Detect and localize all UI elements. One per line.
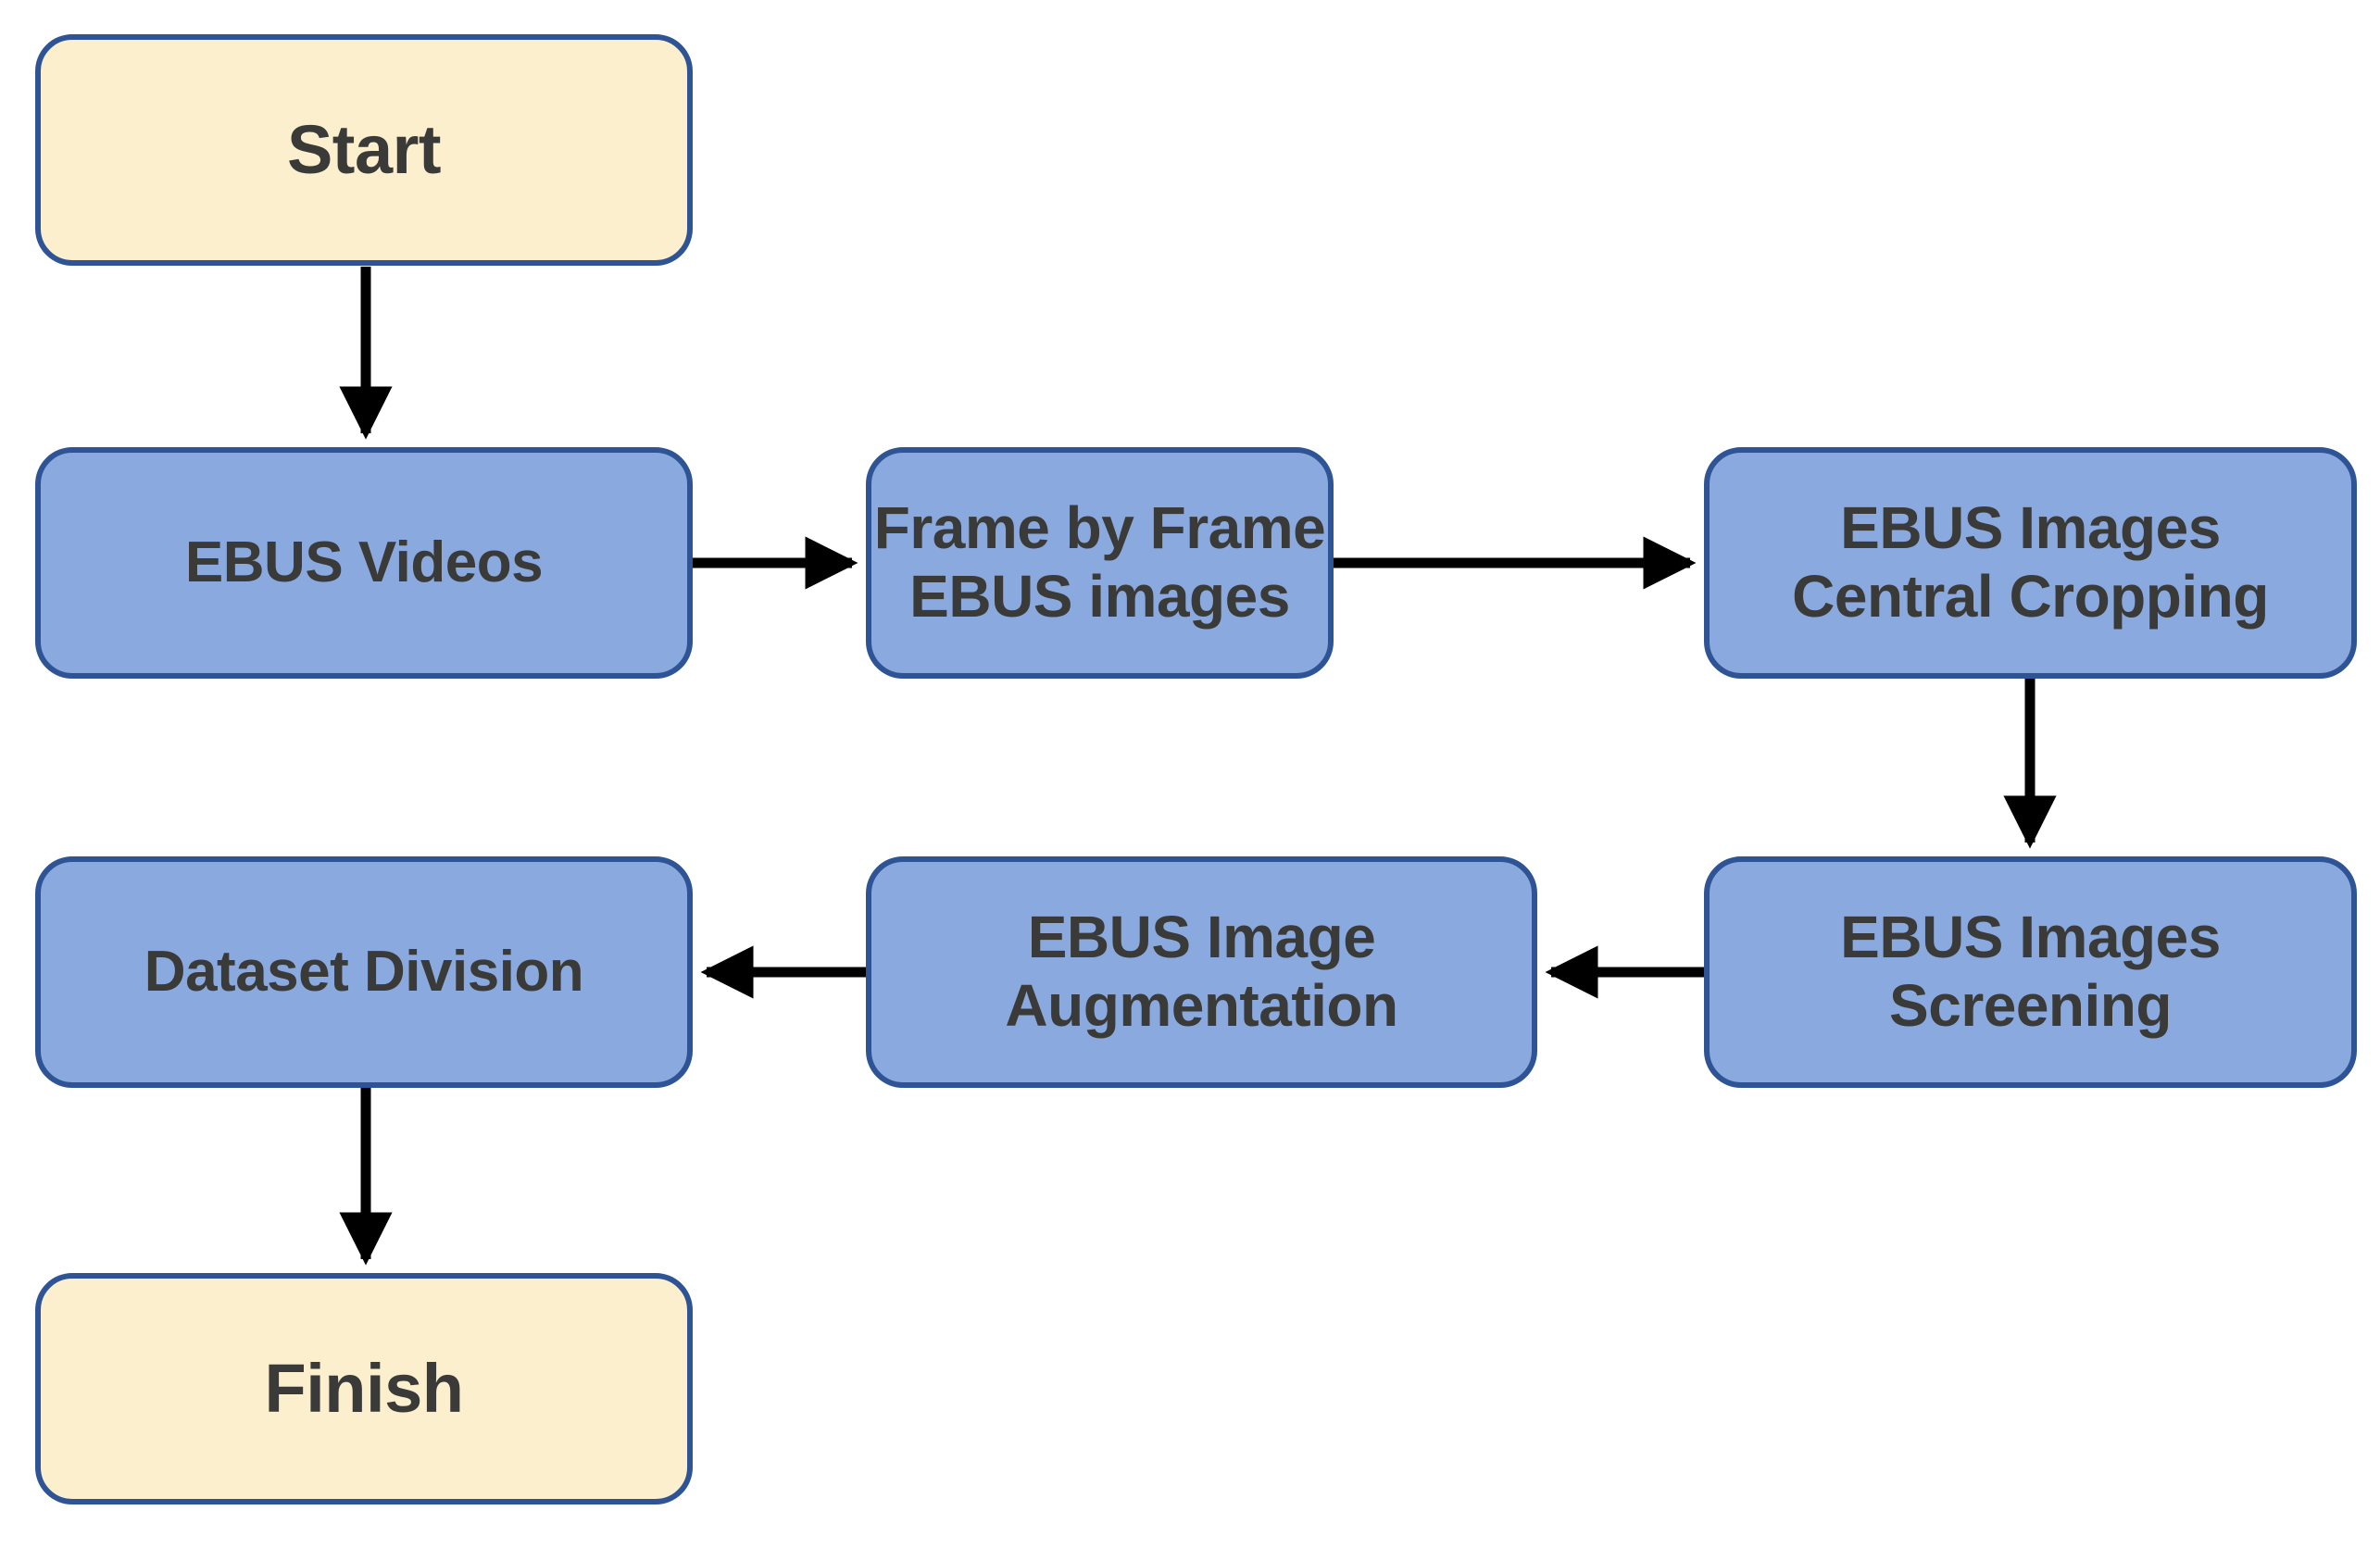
node-ebus-image-augmentation-label: EBUS Image Augmentation: [1005, 904, 1398, 1039]
node-dataset-division-label: Dataset Division: [144, 940, 584, 1005]
node-ebus-videos-label: EBUS Videos: [184, 531, 544, 595]
node-finish-label: Finish: [264, 1350, 464, 1428]
node-ebus-images-screening-label: EBUS Images Screening: [1840, 904, 2221, 1039]
node-frame-by-frame-ebus-images[interactable]: Frame by Frame EBUS images: [866, 447, 1334, 679]
node-dataset-division[interactable]: Dataset Division: [35, 856, 693, 1088]
node-ebus-videos[interactable]: EBUS Videos: [35, 447, 693, 679]
node-finish[interactable]: Finish: [35, 1273, 693, 1504]
node-start[interactable]: Start: [35, 34, 693, 266]
node-ebus-images-central-cropping-label: EBUS Images Central Cropping: [1792, 494, 2269, 630]
node-frame-by-frame-ebus-images-label: Frame by Frame EBUS images: [873, 494, 1326, 630]
node-ebus-images-central-cropping[interactable]: EBUS Images Central Cropping: [1704, 447, 2357, 679]
node-ebus-image-augmentation[interactable]: EBUS Image Augmentation: [866, 856, 1537, 1088]
node-start-label: Start: [286, 111, 442, 189]
node-ebus-images-screening[interactable]: EBUS Images Screening: [1704, 856, 2357, 1088]
